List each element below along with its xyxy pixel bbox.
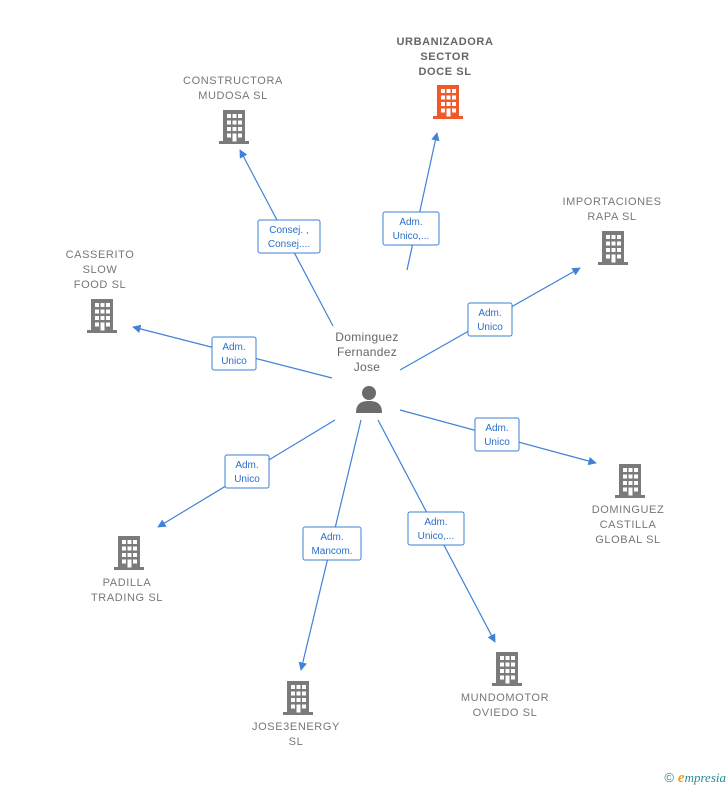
company-name-line-2: TRADING SL (91, 592, 163, 604)
relation-text-line-1: Adm. (320, 532, 343, 543)
company-name-line-3: GLOBAL SL (595, 534, 661, 546)
brand-name: mpresia (684, 770, 726, 785)
relation-label-casserito[interactable]: Adm. Unico (211, 336, 257, 371)
relation-box (257, 219, 321, 254)
company-node-jose3energy[interactable]: JOSE3ENERGY SL (252, 681, 340, 748)
brand-initial: e (677, 770, 685, 786)
building-icon (283, 681, 313, 715)
person-name-line-3: Jose (354, 360, 381, 374)
company-name-line-1: DOMINGUEZ (592, 504, 665, 516)
relation-text-line-1: Adm. (478, 308, 501, 319)
building-icon (433, 85, 463, 119)
building-icon (87, 299, 117, 333)
relation-box (224, 454, 270, 489)
relation-text-line-1: Adm. (485, 423, 508, 434)
relation-text-line-2: Unico (221, 356, 247, 367)
company-node-importaciones[interactable]: IMPORTACIONES RAPA SL (562, 196, 661, 265)
company-name-line-1: PADILLA (103, 577, 152, 589)
relation-box (302, 526, 362, 561)
relation-label-padilla[interactable]: Adm. Unico (224, 454, 270, 489)
edge-urbanizadora (406, 132, 440, 271)
footer-brand: ©empresia (664, 770, 726, 787)
building-icon (615, 464, 645, 498)
company-name-line-2: CASTILLA (600, 519, 657, 531)
relation-label-dominguez-castilla[interactable]: Adm. Unico (474, 417, 520, 452)
relation-box (211, 336, 257, 371)
company-name-line-3: FOOD SL (74, 279, 127, 291)
relation-box (407, 511, 465, 546)
company-node-casserito[interactable]: CASSERITO SLOW FOOD SL (66, 249, 135, 333)
company-node-padilla[interactable]: PADILLA TRADING SL (91, 536, 163, 604)
relation-text-line-2: Mancom. (311, 546, 352, 557)
company-name-line-1: IMPORTACIONES (562, 196, 661, 208)
company-node-urbanizadora[interactable]: URBANIZADORA SECTOR DOCE SL (396, 36, 493, 119)
relation-text-line-2: Consej.... (268, 239, 310, 250)
company-name-line-2: MUDOSA SL (198, 90, 268, 102)
relation-text-line-2: Unico (234, 474, 260, 485)
company-name-line-2: SECTOR (420, 51, 469, 63)
company-name-line-3: DOCE SL (418, 66, 471, 78)
relation-box (467, 302, 513, 337)
center-person-node[interactable]: Dominguez Fernandez Jose (335, 330, 398, 413)
relation-box (474, 417, 520, 452)
company-name-line-1: MUNDOMOTOR (461, 692, 549, 704)
company-name-line-2: OVIEDO SL (473, 707, 538, 719)
company-node-constructora[interactable]: CONSTRUCTORA MUDOSA SL (183, 75, 283, 144)
relation-label-constructora[interactable]: Consej. , Consej.... (257, 219, 321, 254)
person-name-line-2: Fernandez (337, 345, 397, 359)
relation-label-urbanizadora[interactable]: Adm. Unico,... (382, 211, 440, 246)
relation-text-line-1: Adm. (222, 342, 245, 353)
relation-text-line-2: Unico (477, 322, 503, 333)
copyright-symbol: © (664, 770, 674, 785)
relation-text-line-2: Unico,... (418, 531, 455, 542)
company-name-line-2: SL (289, 736, 304, 748)
relation-box (382, 211, 440, 246)
relation-text-line-1: Adm. (235, 460, 258, 471)
relation-text-line-1: Consej. , (269, 225, 308, 236)
relation-text-line-2: Unico,... (393, 231, 430, 242)
company-name-line-2: RAPA SL (587, 211, 636, 223)
relation-text-line-1: Adm. (399, 217, 422, 228)
company-node-dominguez-castilla[interactable]: DOMINGUEZ CASTILLA GLOBAL SL (592, 464, 665, 546)
building-icon (492, 652, 522, 686)
person-name-line-1: Dominguez (335, 330, 398, 344)
building-icon (598, 231, 628, 265)
company-name-line-1: CASSERITO (66, 249, 135, 261)
relation-label-mundomotor[interactable]: Adm. Unico,... (407, 511, 465, 546)
company-name-line-2: SLOW (83, 264, 118, 276)
building-icon (114, 536, 144, 570)
company-name-line-1: CONSTRUCTORA (183, 75, 283, 87)
company-node-mundomotor[interactable]: MUNDOMOTOR OVIEDO SL (461, 652, 549, 719)
person-icon (356, 386, 382, 413)
company-name-line-1: URBANIZADORA (396, 36, 493, 48)
relation-label-importaciones[interactable]: Adm. Unico (467, 302, 513, 337)
relation-label-jose3energy[interactable]: Adm. Mancom. (302, 526, 362, 561)
relation-text-line-1: Adm. (424, 517, 447, 528)
relation-text-line-2: Unico (484, 437, 510, 448)
company-name-line-1: JOSE3ENERGY (252, 721, 340, 733)
building-icon (219, 110, 249, 144)
